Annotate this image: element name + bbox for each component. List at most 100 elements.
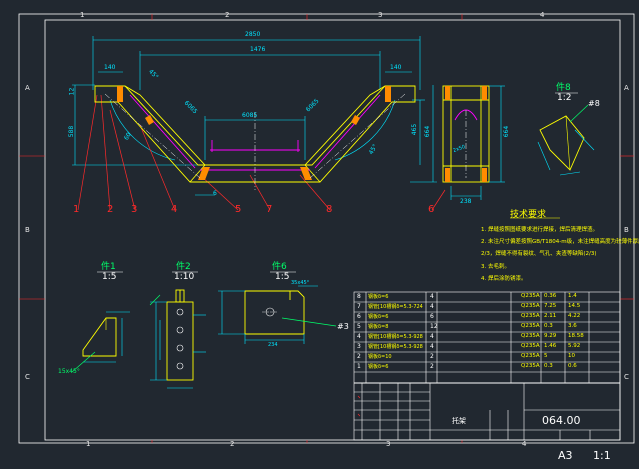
inner-frame: [44, 19, 621, 441]
tech-line-5: 4. 焊后涂防锈漆。: [481, 276, 527, 282]
bom-row: 8 钢板δ=6 4 Q235A 0.36 1.4: [354, 293, 620, 302]
zone-left-a: A: [25, 84, 30, 92]
bom-mat: Q235A: [521, 323, 540, 329]
zone-top-4: 4: [540, 11, 545, 19]
bom-name: 钢板δ=6: [368, 314, 389, 320]
callout-6: 6: [428, 204, 435, 215]
zone-right-b: B: [624, 226, 629, 234]
bom-mat: Q235A: [521, 343, 540, 349]
zone-top-3: 3: [378, 11, 383, 19]
bom-qty: 4: [430, 293, 434, 300]
dim-small-6: 6: [213, 190, 217, 197]
detail-1-title: 件1: [101, 262, 116, 272]
tech-line-3: 2/3，焊缝不得有裂纹、气孔、夹渣等缺陷(2/3): [481, 251, 597, 257]
tech-line-2: 2. 未注尺寸偏差按照GB/T1804-m级，未注焊缝高度为较薄件厚度的: [481, 239, 639, 245]
bom-w2: 5.92: [568, 343, 581, 349]
bom-no: 4: [357, 333, 361, 340]
bom-w1: 0.3: [544, 363, 553, 369]
side-view: [442, 85, 490, 183]
bom-w2: 10: [568, 353, 575, 359]
bom-w2: 0.6: [568, 363, 577, 369]
bom-no: 1: [357, 363, 361, 370]
side-view-dimensions: [450, 85, 505, 200]
callout-2: 2: [107, 204, 114, 215]
dim-right-top: 140: [390, 64, 402, 71]
tech-line-4: 3. 去毛刺。: [481, 264, 510, 270]
zone-left-c: C: [25, 373, 30, 381]
title-scale: 1:1: [593, 449, 611, 462]
bom-mat: Q235A: [521, 353, 540, 359]
detail-8: [537, 92, 595, 176]
dim-left-12: 12: [68, 87, 76, 96]
dim-bottom-span: 6085: [242, 112, 258, 119]
bom-w1: 5: [544, 353, 548, 359]
detail-6-scale: 1:5: [275, 272, 290, 282]
dim-right-height: 465: [411, 123, 419, 136]
callout-1: 1: [73, 204, 80, 215]
detail-1-scale: 1:5: [102, 272, 117, 282]
bom-name: 钢板δ=6: [368, 294, 389, 300]
hatch-pieces: [117, 86, 391, 180]
bom-qty: 12: [430, 323, 438, 330]
dim-left-top: 140: [104, 64, 116, 71]
main-view: [72, 36, 505, 211]
zone-bottom-3: 3: [386, 440, 391, 448]
bom-no: 6: [357, 313, 361, 320]
dim-side-b: 238: [460, 198, 472, 205]
detail-1-dim: 15x45°: [58, 368, 80, 375]
detail-8-scale: 1:2: [557, 93, 572, 103]
bom-table-grid: [353, 291, 621, 441]
detail-2-title: 件2: [176, 262, 191, 272]
callout-leaders: [77, 94, 446, 211]
callout-4: 4: [171, 204, 178, 215]
bom-no: 5: [357, 323, 361, 330]
callout-8: 8: [326, 204, 333, 215]
detail-6-dim-bottom: 234: [268, 342, 278, 348]
bom-w1: 1.46: [544, 343, 557, 349]
bom-name: 钢板δ=6: [368, 364, 389, 370]
bom-w1: 0.3: [544, 323, 553, 329]
zone-right-c: C: [624, 373, 629, 381]
detail-8-tag: #8: [588, 99, 600, 108]
detail-8-title: 件8: [556, 83, 571, 93]
bom-name: 钢管[10槽钢δ=5.3-928: [368, 334, 423, 340]
bom-name: 钢管[10槽钢δ=5.3-928: [368, 344, 423, 350]
zone-top-2: 2: [225, 11, 230, 19]
bom-w1: 0.36: [544, 293, 557, 299]
bom-name: 钢板δ=8: [368, 324, 389, 330]
bom-name: 钢板δ=10: [368, 354, 392, 360]
bom-name: 钢管[10槽钢δ=5.3-724: [368, 304, 423, 310]
detail-2: [149, 271, 206, 389]
bom-qty: 6: [430, 313, 434, 320]
bom-no: 2: [357, 353, 361, 360]
detail-6-tag: #3: [337, 322, 349, 331]
bom-qty: 4: [430, 303, 434, 310]
zone-top-1: 1: [80, 11, 85, 19]
zone-bottom-4: 4: [522, 440, 527, 448]
dim-right-outer: 664: [424, 125, 432, 138]
dim-left-height: 588: [68, 125, 76, 138]
bom-mat: Q235A: [521, 303, 540, 309]
dim-overall: 2850: [245, 31, 261, 38]
bom-w2: 18.58: [568, 333, 584, 339]
bom-no: 3: [357, 343, 361, 350]
bom-w2: 3.6: [568, 323, 577, 329]
bom-row: 5 钢板δ=8 12 Q235A 0.3 3.6: [354, 323, 620, 332]
bom-w2: 4.22: [568, 313, 581, 319]
bom-w1: 7.25: [544, 303, 557, 309]
bom-qty: 4: [430, 343, 434, 350]
bom-row: 3 钢管[10槽钢δ=5.3-928 4 Q235A 1.46 5.92: [354, 343, 620, 352]
tech-title: 技术要求: [510, 210, 547, 220]
main-dimensions: [72, 36, 437, 196]
bom-w2: 1.4: [568, 293, 577, 299]
detail-2-scale: 1:10: [174, 272, 195, 282]
tech-line-1: 1. 焊缝按照图纸要求进行焊接，焊后清理焊渣。: [481, 227, 598, 233]
bom-mat: Q235A: [521, 363, 540, 369]
zone-left-b: B: [25, 226, 30, 234]
bom-mat: Q235A: [521, 293, 540, 299]
